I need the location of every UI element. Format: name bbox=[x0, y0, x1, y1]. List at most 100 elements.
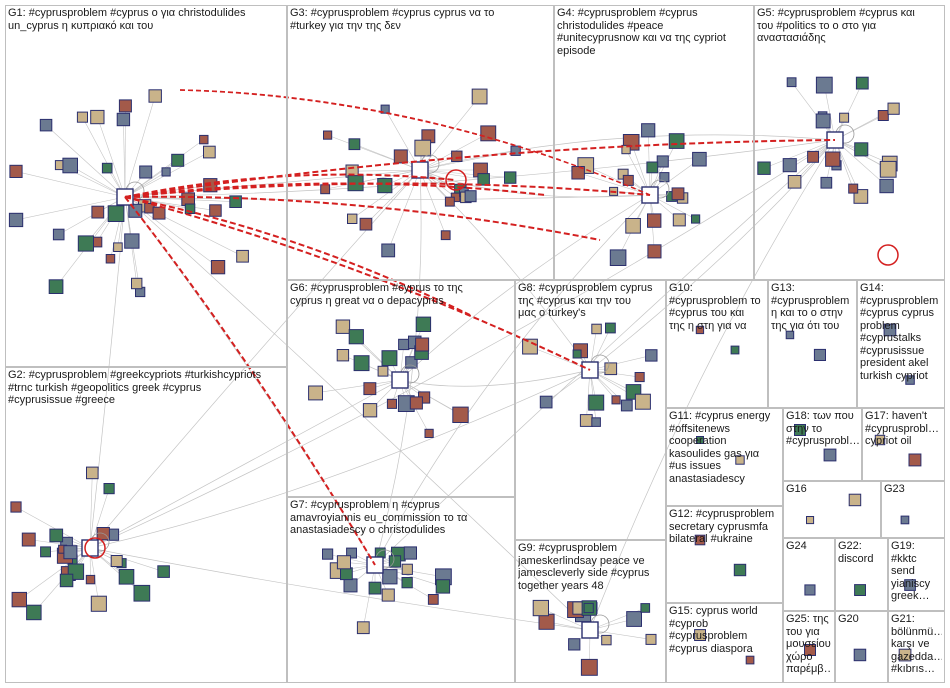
node bbox=[452, 406, 469, 424]
group-box-g16: G16 bbox=[783, 481, 881, 538]
edge-line bbox=[649, 140, 677, 196]
node bbox=[409, 396, 423, 410]
node bbox=[887, 102, 900, 115]
edge-line bbox=[365, 169, 421, 225]
node bbox=[152, 206, 166, 220]
edge-line bbox=[374, 139, 836, 566]
node bbox=[203, 145, 216, 159]
group-label-g5: G5: #cyprusproblem #cyprus και του #poli… bbox=[757, 7, 915, 44]
node bbox=[785, 330, 795, 340]
edge-line bbox=[124, 139, 836, 198]
edge-line bbox=[45, 124, 126, 198]
node bbox=[386, 398, 397, 409]
edge-line bbox=[791, 81, 836, 141]
node bbox=[848, 493, 862, 507]
node bbox=[853, 648, 867, 662]
node bbox=[854, 584, 866, 596]
node bbox=[184, 203, 196, 214]
highlight-edge bbox=[124, 196, 376, 566]
node bbox=[118, 569, 135, 585]
node bbox=[735, 455, 745, 465]
node bbox=[229, 195, 242, 208]
edge-line bbox=[419, 134, 836, 171]
node bbox=[609, 249, 627, 266]
node bbox=[804, 584, 816, 596]
group-label-g14: G14: #cyprusproblem #cyprus cyprus probl… bbox=[860, 282, 939, 382]
edge-line bbox=[763, 139, 836, 169]
hub-node bbox=[391, 371, 409, 389]
node bbox=[855, 76, 869, 90]
node bbox=[634, 393, 651, 410]
group-label-g21: G21: bölünmü… karşı ve gazedda… #kıbrıs… bbox=[891, 613, 942, 675]
node bbox=[640, 603, 651, 613]
node bbox=[696, 436, 704, 444]
highlight-edge bbox=[124, 196, 471, 316]
node bbox=[388, 555, 402, 568]
group-box-g12: G12: #cyprusproblem secretary cyprusmfa … bbox=[666, 506, 783, 603]
node bbox=[363, 382, 377, 396]
group-label-g16: G16 bbox=[786, 483, 807, 495]
node bbox=[347, 213, 358, 225]
edge-line bbox=[419, 96, 480, 171]
node bbox=[415, 337, 430, 352]
hub-node bbox=[581, 621, 599, 639]
node bbox=[118, 99, 132, 113]
node bbox=[588, 394, 605, 411]
edge-line bbox=[89, 196, 126, 549]
edge-line bbox=[123, 119, 126, 198]
group-label-g20: G20 bbox=[838, 613, 859, 625]
group-box-g11: G11: #cyprus energy #offsitenews coopera… bbox=[666, 408, 783, 506]
edge-line bbox=[834, 82, 863, 141]
node bbox=[877, 110, 889, 121]
group-box-g17: G17: haven't #cyprusprobl… cypriot oil bbox=[862, 408, 945, 481]
group-box-g6: G6: #cyprusproblem #cyprus το της cyprus… bbox=[287, 280, 515, 497]
node bbox=[381, 350, 398, 367]
node bbox=[904, 579, 916, 591]
node bbox=[583, 602, 594, 614]
node bbox=[77, 235, 95, 252]
group-box-g25: G25: της του για μουσείου χώρο παρέμβ… bbox=[783, 611, 835, 683]
node bbox=[820, 176, 833, 189]
node bbox=[21, 532, 36, 547]
node bbox=[823, 448, 837, 462]
node bbox=[471, 88, 488, 105]
node bbox=[645, 349, 658, 362]
node bbox=[39, 118, 53, 132]
node bbox=[659, 172, 670, 183]
node bbox=[620, 399, 633, 412]
node bbox=[346, 547, 358, 559]
node bbox=[611, 395, 621, 405]
node bbox=[647, 244, 662, 259]
highlight-edge bbox=[124, 139, 836, 198]
group-box-g23: G23 bbox=[881, 481, 945, 538]
node bbox=[110, 555, 123, 567]
node bbox=[580, 658, 598, 676]
node bbox=[591, 323, 602, 335]
node bbox=[209, 204, 222, 217]
node bbox=[874, 434, 886, 446]
node bbox=[806, 516, 815, 525]
node bbox=[90, 109, 105, 125]
node bbox=[900, 515, 910, 525]
node bbox=[49, 528, 64, 543]
node bbox=[348, 329, 364, 345]
node bbox=[90, 595, 107, 612]
node bbox=[362, 403, 378, 418]
node bbox=[381, 243, 396, 258]
edge-line bbox=[419, 150, 516, 171]
node bbox=[148, 89, 162, 103]
node bbox=[691, 214, 701, 224]
node bbox=[813, 348, 827, 361]
node bbox=[424, 428, 434, 438]
node bbox=[405, 356, 418, 369]
edge-line bbox=[352, 169, 421, 220]
node bbox=[539, 395, 553, 409]
node bbox=[414, 139, 432, 157]
node bbox=[401, 563, 413, 575]
group-label-g13: G13: #cyprusproblem η και το ο στην της … bbox=[771, 282, 850, 332]
edge-line bbox=[19, 547, 91, 600]
node bbox=[807, 150, 819, 163]
node bbox=[403, 546, 417, 560]
nodes-layer bbox=[8, 76, 922, 676]
group-label-g4: G4: #cyprusproblem #cyprus christodulide… bbox=[557, 7, 726, 57]
